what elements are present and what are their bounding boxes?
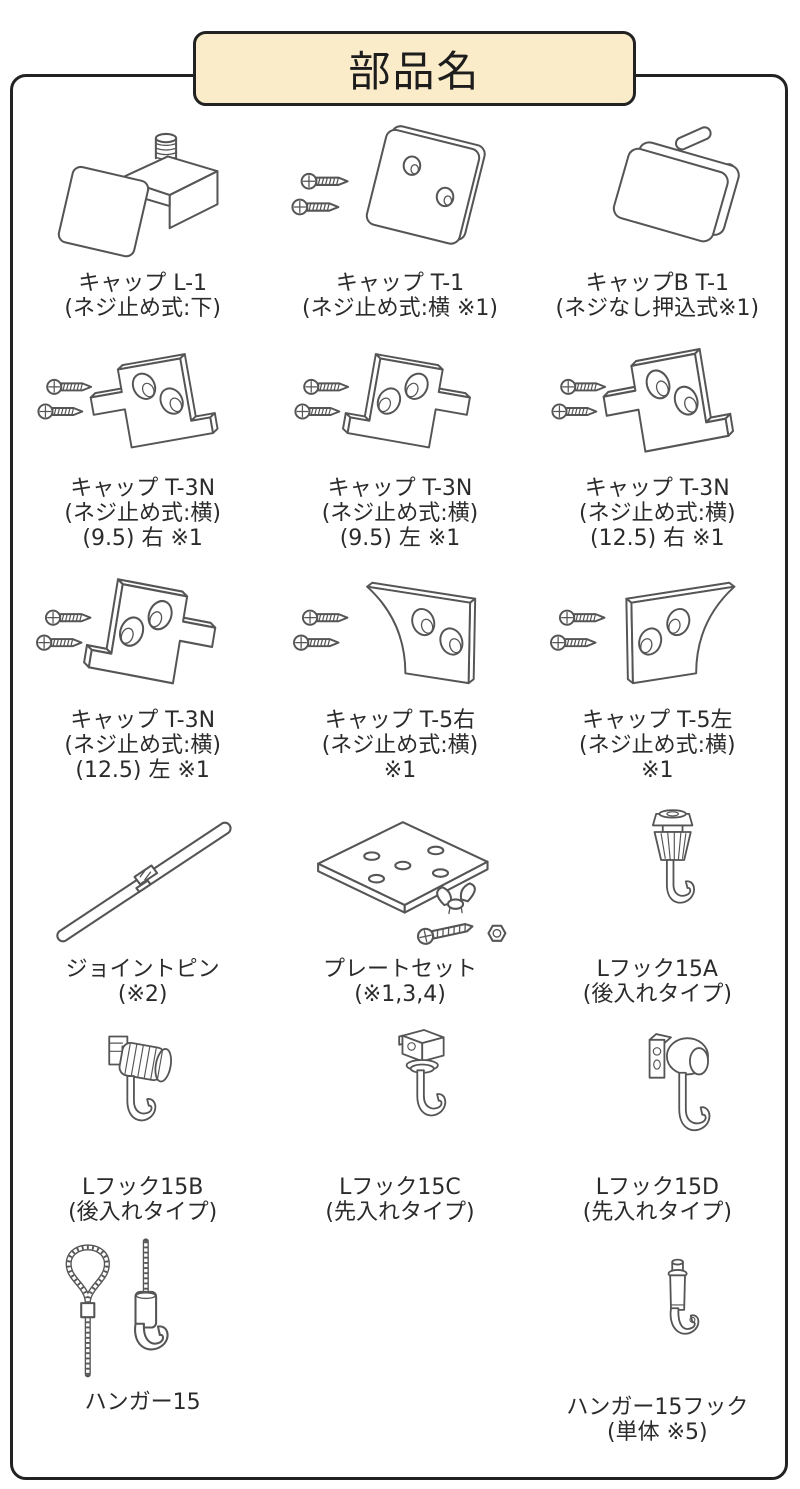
l-hook-15c-illustration xyxy=(271,1014,528,1176)
part-cell-cap-t5-left: キャップ T-5左(ネジ止め式:横)※1 xyxy=(529,558,786,790)
part-cell-cap-t1: キャップ T-1(ネジ止め式:横 ※1) xyxy=(271,116,528,328)
part-cell-cap-l1: キャップ L-1(ネジ止め式:下) xyxy=(14,116,271,328)
part-cell-cap-t3n-125-left: キャップ T-3N(ネジ止め式:横)(12.5) 左 ※1 xyxy=(14,558,271,790)
l-hook-15d-illustration xyxy=(529,1014,786,1176)
part-label: Lフック15C(先入れタイプ) xyxy=(325,1175,475,1226)
part-cell-cap-b-t1: キャップB T-1(ネジなし押込式※1) xyxy=(529,116,786,328)
cap-b-t1-illustration xyxy=(529,116,786,272)
part-label: キャップ T-3N(ネジ止め式:横)(9.5) 右 ※1 xyxy=(64,476,221,552)
part-cell-joint-pin: ジョイントピン(※2) xyxy=(14,790,271,1014)
hanger-15-hook-illustration xyxy=(529,1232,786,1396)
part-label: ジョイントピン(※2) xyxy=(65,957,220,1008)
cap-t1-illustration xyxy=(271,116,528,272)
part-cell-l-hook-15d: Lフック15D(先入れタイプ) xyxy=(529,1014,786,1232)
joint-pin-illustration xyxy=(14,790,271,958)
part-cell-l-hook-15a: Lフック15A(後入れタイプ) xyxy=(529,790,786,1014)
part-label: キャップ T-1(ネジ止め式:横 ※1) xyxy=(301,271,498,322)
part-cell-l-hook-15c: Lフック15C(先入れタイプ) xyxy=(271,1014,528,1232)
part-cell-cap-t3n-95-right: キャップ T-3N(ネジ止め式:横)(9.5) 右 ※1 xyxy=(14,328,271,558)
part-cell-hanger-15-hook: ハンガー15フック(単体 ※5) xyxy=(529,1232,786,1476)
part-label: キャップ L-1(ネジ止め式:下) xyxy=(64,271,221,322)
cap-t5-left-illustration xyxy=(529,558,786,709)
part-cell-cap-t3n-95-left: キャップ T-3N(ネジ止め式:横)(9.5) 左 ※1 xyxy=(271,328,528,558)
part-label: キャップ T-3N(ネジ止め式:横)(12.5) 左 ※1 xyxy=(64,708,221,784)
cap-t3n-left-illustration xyxy=(271,328,528,477)
part-label: キャップ T-5左(ネジ止め式:横)※1 xyxy=(579,708,736,784)
page-title-box: 部品名 xyxy=(193,31,636,106)
cap-t3n-right-illustration xyxy=(529,328,786,477)
plate-set-illustration xyxy=(271,790,528,958)
part-label: Lフック15B(後入れタイプ) xyxy=(68,1175,218,1226)
part-label: キャップ T-3N(ネジ止め式:横)(12.5) 右 ※1 xyxy=(579,476,736,552)
part-label: ハンガー15 xyxy=(84,1390,201,1416)
cap-t3n-right-illustration xyxy=(14,328,271,477)
page-title: 部品名 xyxy=(348,47,481,96)
parts-list-border xyxy=(10,74,788,1480)
part-label: ハンガー15フック(単体 ※5) xyxy=(566,1395,749,1446)
l-hook-15a-illustration xyxy=(529,790,786,958)
l-hook-15b-illustration xyxy=(14,1014,271,1176)
part-cell-l-hook-15b: Lフック15B(後入れタイプ) xyxy=(14,1014,271,1232)
part-cell-empty xyxy=(271,1232,528,1476)
cap-t3n-left-illustration xyxy=(14,558,271,709)
part-label: Lフック15D(先入れタイプ) xyxy=(582,1175,732,1226)
part-cell-cap-t3n-125-right: キャップ T-3N(ネジ止め式:横)(12.5) 右 ※1 xyxy=(529,328,786,558)
part-label: キャップB T-1(ネジなし押込式※1) xyxy=(555,271,760,322)
part-cell-hanger-15: ハンガー15 xyxy=(14,1232,271,1476)
part-cell-plate-set: プレートセット(※1,3,4) xyxy=(271,790,528,1014)
hanger-15-illustration xyxy=(14,1232,271,1391)
part-cell-cap-t5-right: キャップ T-5右(ネジ止め式:横)※1 xyxy=(271,558,528,790)
parts-grid: キャップ L-1(ネジ止め式:下) キャップ T-1(ネジ止め式:横 ※1) キ… xyxy=(14,116,786,1476)
cap-l1-illustration xyxy=(14,116,271,272)
part-label: Lフック15A(後入れタイプ) xyxy=(582,957,732,1008)
part-label: キャップ T-5右(ネジ止め式:横)※1 xyxy=(321,708,479,784)
part-label: プレートセット(※1,3,4) xyxy=(322,957,477,1008)
cap-t5-right-illustration xyxy=(271,558,528,709)
part-label: キャップ T-3N(ネジ止め式:横)(9.5) 左 ※1 xyxy=(321,476,479,552)
